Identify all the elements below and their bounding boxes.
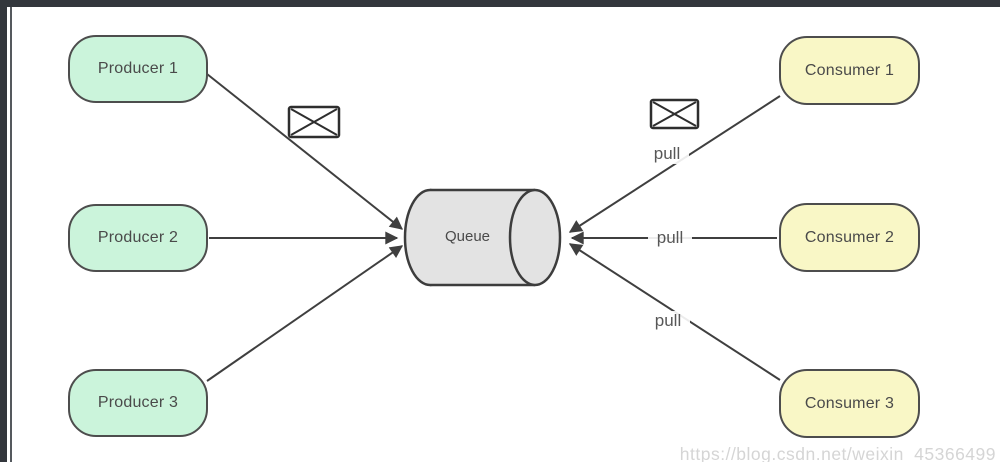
envelope-icon xyxy=(649,98,700,130)
node-consumer-3: Consumer 3 xyxy=(779,369,920,438)
window-left-edge xyxy=(0,0,7,462)
node-consumer-1: Consumer 1 xyxy=(779,36,920,105)
edge-consumer1-queue xyxy=(568,95,781,233)
edge-producer3-queue xyxy=(206,245,404,382)
node-consumer-2: Consumer 2 xyxy=(779,203,920,272)
node-label: Producer 3 xyxy=(97,394,179,411)
node-producer-2: Producer 2 xyxy=(68,204,208,272)
watermark-text: https://blog.csdn.net/weixin_45366499 xyxy=(679,444,996,462)
node-producer-1: Producer 1 xyxy=(68,35,208,103)
edge-label-pull-2: pull xyxy=(648,228,692,248)
queue-cylinder-shape xyxy=(403,188,562,287)
window-left-border xyxy=(10,7,12,462)
node-label: Producer 2 xyxy=(97,229,179,246)
node-producer-3: Producer 3 xyxy=(68,369,208,437)
edge-label-pull-3: pull xyxy=(646,311,690,331)
node-label: Consumer 1 xyxy=(804,61,895,79)
node-label: Consumer 3 xyxy=(804,394,895,412)
edge-label-pull-1: pull xyxy=(645,144,689,164)
node-label: Producer 1 xyxy=(97,60,179,77)
edge-producer1-queue xyxy=(206,73,404,230)
window-top-edge xyxy=(0,0,1000,7)
node-label: Consumer 2 xyxy=(804,228,895,246)
queue-label: Queue xyxy=(444,228,491,245)
envelope-icon xyxy=(287,105,341,139)
queue-cylinder-cap xyxy=(508,188,562,287)
